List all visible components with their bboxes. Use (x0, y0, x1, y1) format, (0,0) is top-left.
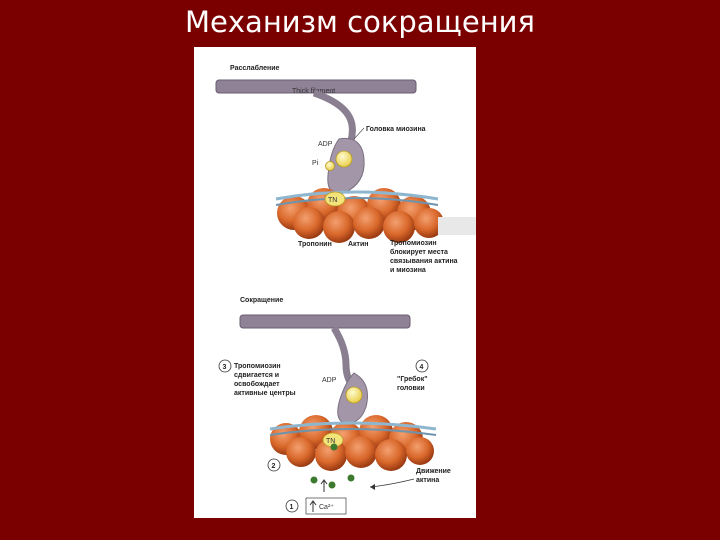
actin-bead (315, 439, 347, 471)
step-3-badge (218, 359, 232, 373)
muscle-contraction-figure: Расслабление Thick filament Головка миоз… (194, 47, 476, 518)
relax-pi-ball (325, 161, 335, 171)
relax-heading: Расслабление (230, 64, 280, 72)
calcium-up-arrow (320, 479, 328, 492)
step-4-badge (415, 359, 429, 373)
relax-filament-fade (438, 217, 476, 235)
calcium-box (305, 497, 347, 515)
calcium-ion (328, 481, 336, 489)
actin-bead (345, 436, 377, 468)
contract-adp-label: ADP (322, 377, 337, 384)
relax-pi-label: Pi (312, 160, 319, 167)
actin-label: Актин (348, 241, 369, 248)
relax-tropomyosin (275, 197, 439, 206)
step-2-badge (267, 458, 281, 472)
myosin-head-pointer (353, 127, 365, 140)
contract-tropomyosin (269, 421, 437, 431)
relax-tropomyosin (275, 190, 439, 201)
actin-bead (286, 437, 316, 467)
contract-thick-filament (239, 314, 411, 329)
relax-adp-ball (335, 150, 353, 168)
actin-movement-arrow (369, 478, 415, 488)
contract-adp-ball (345, 386, 363, 404)
contract-heading: Сокращение (240, 297, 283, 304)
calcium-box-label: Ca²⁺ (319, 504, 334, 511)
bound-calcium-ion (330, 443, 338, 451)
step-2-number: 2 (272, 463, 276, 470)
contract-tropomyosin (269, 428, 437, 436)
step-4-text: "Гребок" головки (397, 375, 429, 392)
relax-thick-filament-label: Thick filament (292, 88, 335, 95)
actin-bead (293, 207, 325, 239)
calcium-box-arrow (309, 500, 317, 512)
actin-bead (414, 208, 444, 238)
step-3-number: 3 (223, 364, 227, 371)
actin-movement-arrowhead (370, 484, 375, 490)
relax-tn-complex (324, 191, 346, 207)
relax-tn-label: TN (328, 197, 337, 204)
myosin-head-label: Головка миозина (366, 126, 426, 133)
tropomyosin-note: Тропомиозин блокирует места связывания а… (390, 240, 460, 274)
calcium-ion (347, 474, 355, 482)
calcium-ion (310, 476, 318, 484)
actin-bead (353, 207, 385, 239)
relax-adp-label: ADP (318, 141, 333, 148)
actin-bead (323, 211, 355, 243)
contraction-diagram: Расслабление Thick filament Головка миоз… (215, 64, 476, 515)
step-4-number: 4 (420, 364, 424, 371)
step-1-number: 1 (290, 504, 294, 511)
actin-bead (406, 437, 434, 465)
step-3-text: Тропомиозин сдвигается и освобождает акт… (234, 363, 296, 397)
contract-tn-label: TN (326, 438, 335, 445)
actin-bead (383, 211, 415, 243)
slide-title: Механизм сокращения (185, 5, 535, 39)
troponin-label: Тропонин (298, 241, 332, 248)
actin-bead (375, 439, 407, 471)
actin-movement-label: Движение актина (416, 468, 453, 484)
step-1-badge (285, 499, 299, 513)
